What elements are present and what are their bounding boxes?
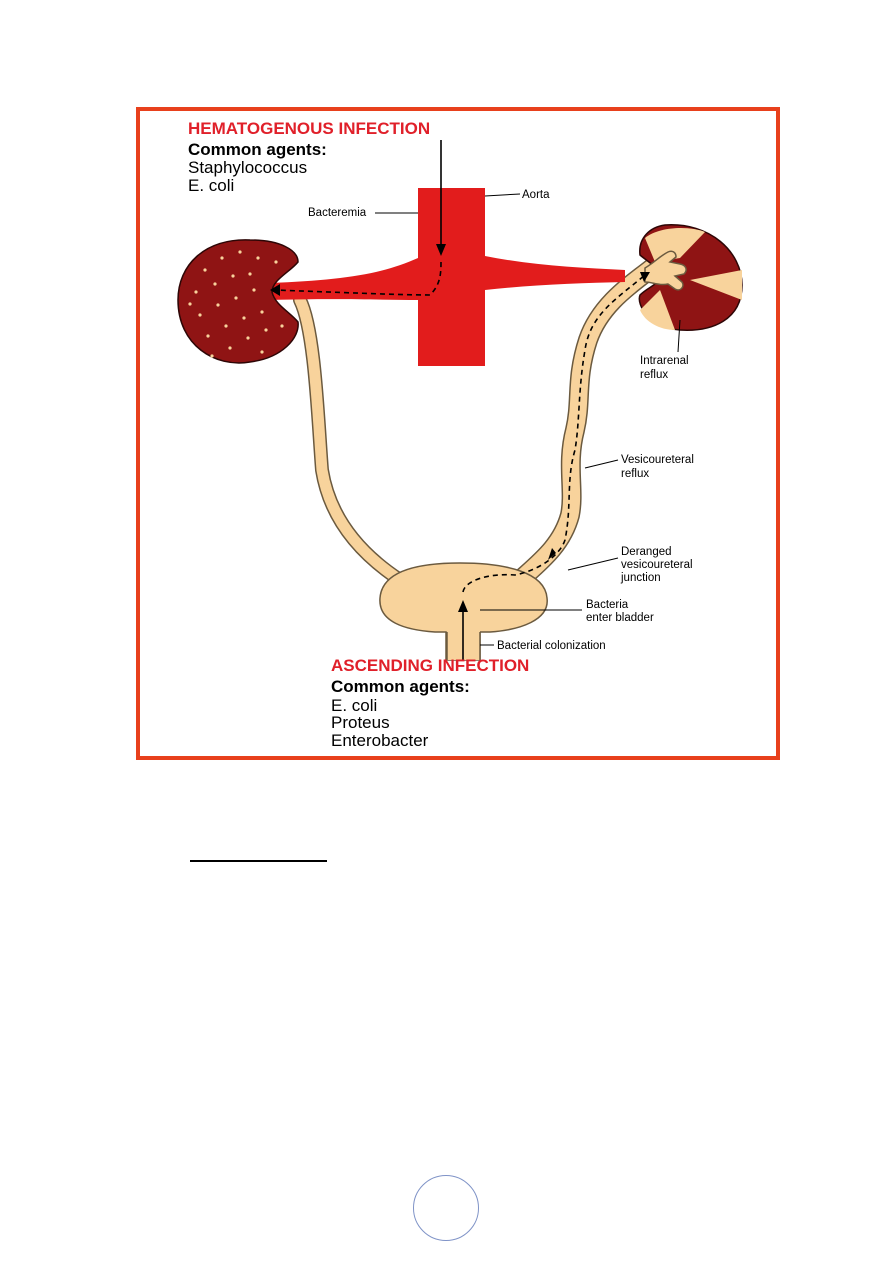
ascending-agent: E. coli — [331, 696, 377, 715]
bacteria-enter-bladder-label: enter bladder — [586, 612, 654, 624]
aorta-label: Aorta — [522, 189, 550, 201]
renal-calyces — [644, 250, 687, 291]
section-heading-underline — [190, 860, 327, 862]
intrarenal-reflux-wedge-upper — [645, 228, 705, 262]
intrarenal-reflux-wedge-lower — [640, 290, 675, 330]
hematogenous-heading: HEMATOGENOUS INFECTION — [188, 119, 430, 138]
deranged-junction-label: junction — [620, 572, 661, 584]
bacteria-enter-bladder-label: Bacteria — [586, 599, 629, 611]
ascending-agent: Enterobacter — [331, 731, 429, 750]
vesicoureteral-reflux-label: reflux — [621, 468, 649, 480]
bacteremia-label: Bacteremia — [308, 207, 367, 219]
aorta — [418, 188, 485, 366]
vesicoureteral-reflux-dashed-path — [462, 274, 646, 593]
right-renal-artery — [485, 256, 625, 290]
bacteremia-dashed-path — [274, 261, 442, 296]
ascending-agents-title: Common agents: — [331, 677, 470, 696]
kidney-abscess-dots — [188, 250, 284, 358]
bacterial-colonization-label: Bacterial colonization — [497, 640, 606, 652]
ascending-agent: Proteus — [331, 713, 390, 732]
intrarenal-reflux-label: Intrarenal — [640, 355, 689, 367]
intrarenal-reflux-label: reflux — [640, 369, 668, 381]
vesicoureteral-reflux-label: Vesicoureteral — [621, 454, 694, 466]
deranged-junction-label: vesicoureteral — [621, 559, 693, 571]
page-number-circle — [413, 1175, 479, 1241]
hematogenous-agents-title: Common agents: — [188, 140, 327, 159]
deranged-junction-label: Deranged — [621, 546, 672, 558]
ascending-heading: ASCENDING INFECTION — [331, 656, 529, 675]
hematogenous-agent: E. coli — [188, 176, 234, 195]
left-kidney — [177, 239, 299, 364]
hematogenous-agent: Staphylococcus — [188, 158, 307, 177]
left-renal-artery — [270, 258, 418, 300]
